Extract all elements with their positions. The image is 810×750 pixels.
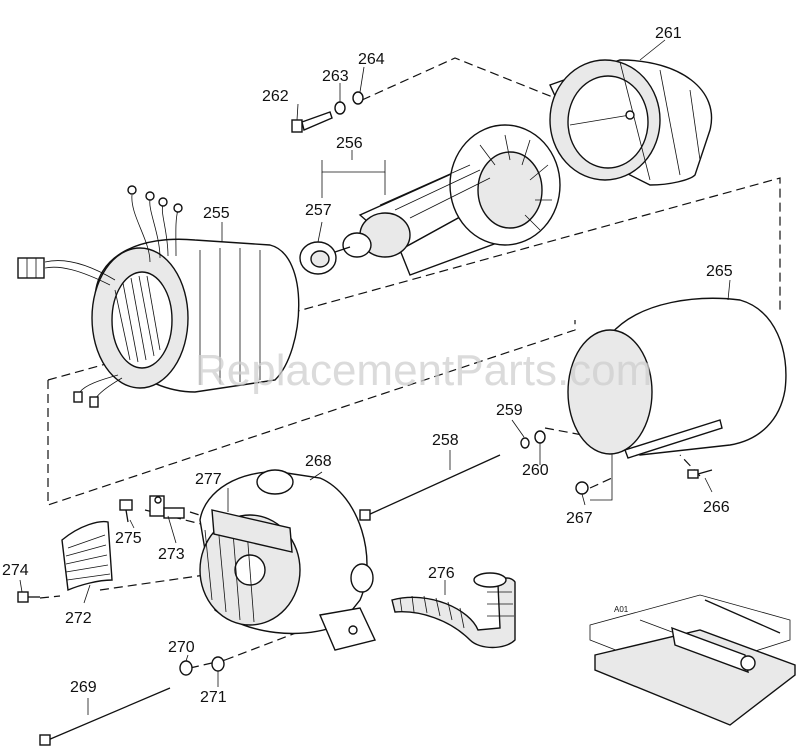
- washer-part-271: [211, 656, 225, 672]
- washer-part-263: [334, 101, 346, 115]
- label-270: 270: [168, 639, 195, 656]
- screw-part-275: [119, 499, 133, 523]
- label-274: 274: [2, 562, 29, 579]
- washer-part-260: [534, 430, 546, 444]
- part-labels: 262 263 264 261 256 257 255 265 259 258 …: [2, 25, 733, 706]
- screw-part-274: [17, 591, 40, 603]
- label-258: 258: [432, 432, 459, 449]
- label-277: 277: [195, 471, 222, 488]
- kit-part-a01: [589, 594, 796, 726]
- watermark-text: ReplacementParts.com: [195, 346, 652, 395]
- long-bolt-part-269: [39, 687, 171, 746]
- label-256: 256: [336, 135, 363, 152]
- label-262: 262: [262, 88, 289, 105]
- brush-holder-part-273: [149, 495, 185, 519]
- label-264: 264: [358, 51, 385, 68]
- guard-part-272: [61, 520, 113, 592]
- nut-part-267: [575, 481, 589, 495]
- label-276: 276: [428, 565, 455, 582]
- fan-cover-part-261: [549, 59, 713, 186]
- cover-band-part-265: [567, 297, 787, 459]
- screw-part-266: [687, 469, 713, 479]
- label-257: 257: [305, 202, 332, 219]
- label-266: 266: [703, 499, 730, 516]
- label-263: 263: [322, 68, 349, 85]
- label-272: 272: [65, 610, 92, 627]
- label-267: 267: [566, 510, 593, 527]
- bearing-part-257: [299, 241, 337, 275]
- label-268: 268: [305, 453, 332, 470]
- through-bolt-part-258: [359, 454, 501, 521]
- washer-part-264: [352, 91, 364, 105]
- plate-part-277: [211, 509, 293, 553]
- stator-part-255: [17, 185, 300, 408]
- label-kit-a01: A01: [614, 605, 629, 614]
- rotor-part-256: [334, 124, 561, 276]
- label-261: 261: [655, 25, 682, 42]
- label-269: 269: [70, 679, 97, 696]
- label-273: 273: [158, 546, 185, 563]
- label-275: 275: [115, 530, 142, 547]
- washer-part-259: [520, 437, 530, 449]
- end-housing-part-268: [199, 469, 376, 651]
- label-259: 259: [496, 402, 523, 419]
- label-260: 260: [522, 462, 549, 479]
- bolt-part-262: [291, 111, 333, 133]
- label-265: 265: [706, 263, 733, 280]
- label-255: 255: [203, 205, 230, 222]
- hose-part-276: [391, 572, 516, 649]
- leader-lines: [19, 39, 731, 715]
- washer-part-270: [179, 660, 193, 676]
- label-271: 271: [200, 689, 227, 706]
